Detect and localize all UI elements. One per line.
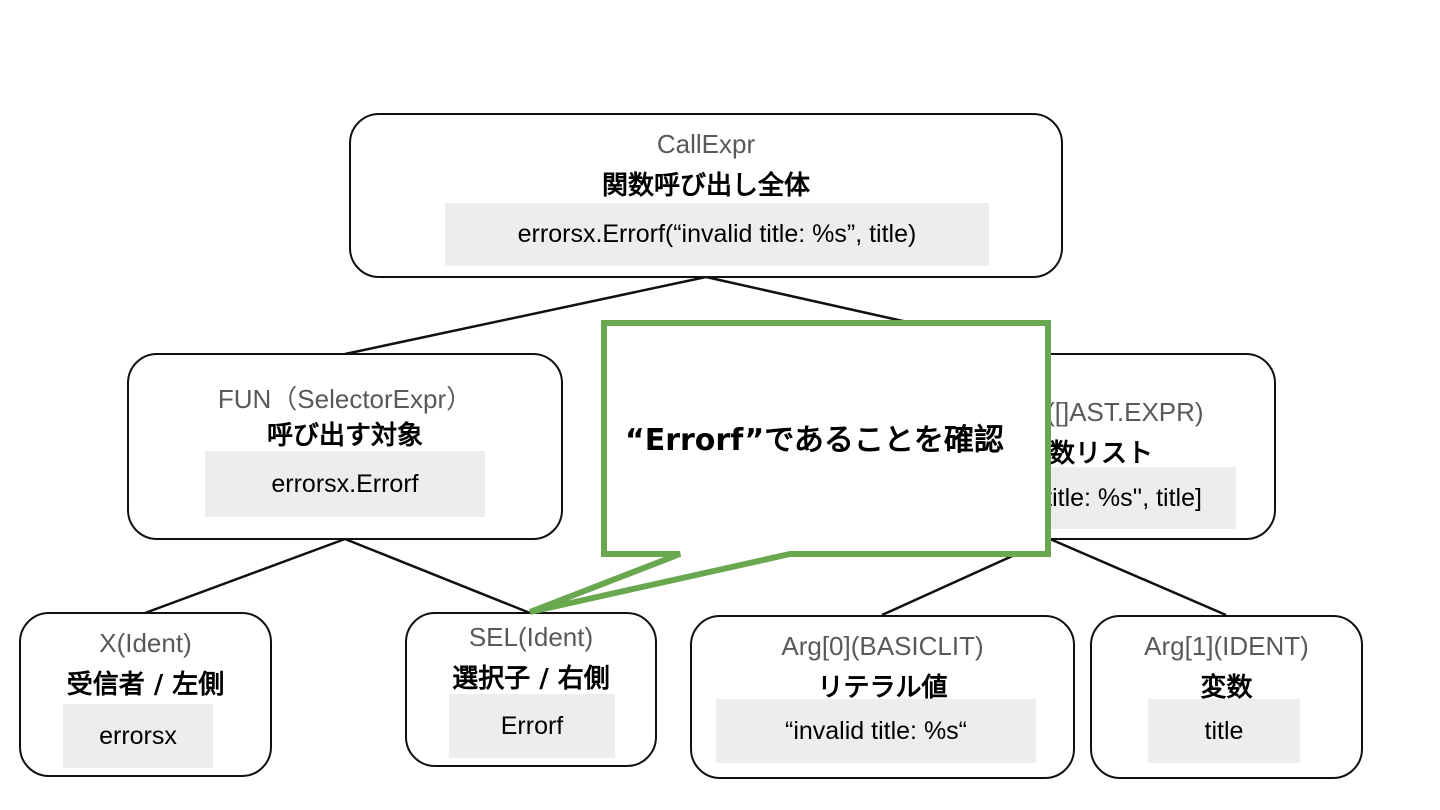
node-role-label: リテラル値 [817, 673, 948, 703]
node-type-label: Arg[0](BASICLIT) [781, 631, 984, 661]
node-type-label: CallExpr [656, 129, 756, 159]
node-type-label: Arg[1](IDENT) [1144, 631, 1309, 661]
node-callexpr: CallExpr 関数呼び出し全体 errorsx.Errorf(“invali… [349, 113, 1063, 278]
edge-fun-x [144, 537, 346, 615]
edge-fun-sel [344, 537, 531, 615]
node-role-label: 変数 [1200, 673, 1253, 703]
callout-text: “Errorf”であることを確認 [625, 423, 1004, 458]
node-code: Errorf [449, 694, 615, 758]
node-role-label: 受信者 / 左側 [66, 670, 225, 700]
node-code: “invalid title: %s“ [716, 699, 1036, 763]
edge-callexpr-fun [344, 275, 707, 356]
node-arg1: Arg[1](IDENT) 変数 title [1090, 615, 1363, 779]
node-fun: FUN（SelectorExpr） 呼び出す対象 errorsx.Errorf [127, 353, 563, 540]
node-role-label: 関数呼び出し全体 [601, 171, 810, 201]
node-type-label: X(Ident) [99, 628, 192, 658]
node-type-label: SEL(Ident) [468, 622, 594, 652]
node-type-label: FUN（SelectorExpr） [217, 384, 473, 414]
node-code: title [1148, 699, 1300, 763]
node-code: errorsx.Errorf(“invalid title: %s”, titl… [445, 203, 989, 266]
node-code: errorsx.Errorf [205, 451, 485, 517]
node-arg0: Arg[0](BASICLIT) リテラル値 “invalid title: %… [690, 615, 1075, 779]
node-role-label: 選択子 / 右側 [452, 664, 610, 694]
node-role-label: 呼び出す対象 [266, 421, 423, 451]
node-code: errorsx [63, 704, 213, 768]
callout-shape [528, 320, 1051, 615]
edge-args-arg1 [1049, 537, 1227, 617]
node-x: X(Ident) 受信者 / 左側 errorsx [19, 612, 272, 777]
